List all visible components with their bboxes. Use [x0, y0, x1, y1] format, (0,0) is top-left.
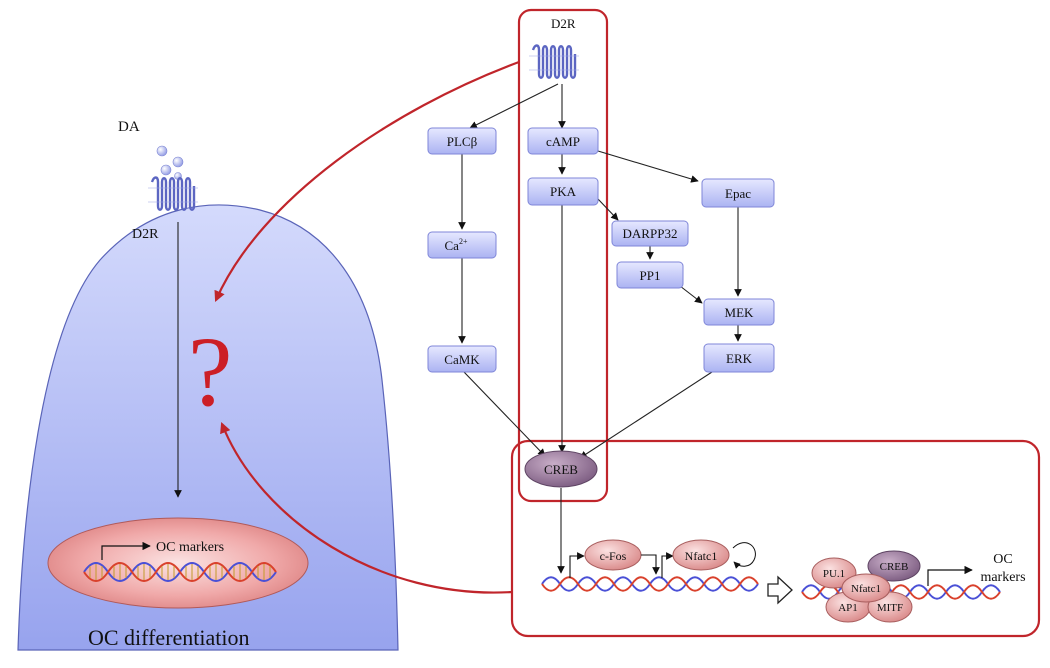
- pathway-receptor-icon: [529, 44, 579, 79]
- tf-pu1-label: PU.1: [823, 568, 845, 580]
- node-creb-label: CREB: [544, 462, 578, 477]
- red-arrow-from-receptor: [214, 60, 520, 303]
- tf-ap1-label: AP1: [838, 602, 858, 614]
- node-mek-label: MEK: [725, 305, 755, 320]
- transcription-highlight-box: [510, 439, 1041, 638]
- nucleus-dna-icon: [83, 562, 277, 582]
- node-pka-label: PKA: [550, 184, 577, 199]
- node-creb: CREB: [524, 450, 598, 488]
- tf-nfatc1-label: Nfatc1: [851, 583, 881, 595]
- camp-pathway-highlight-box: [517, 8, 609, 503]
- nucleus-promoter-arrow: [101, 541, 151, 560]
- node-pp1: PP1: [616, 261, 684, 289]
- node-ca-superscript: 2+: [459, 237, 468, 246]
- node-erk: ERK: [703, 343, 775, 373]
- node-darpp32-label: DARPP32: [623, 226, 678, 241]
- cell-receptor-icon: [148, 176, 198, 211]
- oc-differentiation-caption: OC differentiation: [88, 625, 250, 650]
- cfos-promoter-arrow: [569, 552, 585, 578]
- da-label: DA: [118, 119, 140, 135]
- dopamine-molecules-icon: [156, 145, 184, 180]
- tf-creb-label: CREB: [880, 561, 909, 573]
- nucleus: [47, 517, 309, 609]
- tf-mitf-label: MITF: [877, 602, 903, 614]
- node-camk: CaMK: [427, 345, 497, 373]
- nfatc1-promoter-arrow: [661, 552, 674, 578]
- cfos-to-nfatc1-edge: [641, 554, 660, 575]
- red-arrow-from-transcription: [220, 421, 513, 594]
- nfatc1-node: Nfatc1: [672, 539, 730, 571]
- node-camk-label: CaMK: [444, 352, 480, 367]
- oc-markers-label-line1: OC: [993, 552, 1012, 567]
- node-darpp32: DARPP32: [611, 220, 689, 247]
- node-pp1-label: PP1: [640, 268, 661, 283]
- tf-nfatc1: Nfatc1: [841, 573, 891, 603]
- node-plcb: PLCβ: [427, 127, 497, 155]
- nfatc1-label: Nfatc1: [685, 549, 718, 563]
- open-arrow-icon: [767, 575, 793, 605]
- node-ca-text: Ca: [445, 238, 460, 253]
- cell-d2r-label: D2R: [132, 227, 159, 242]
- node-mek: MEK: [703, 298, 775, 326]
- oc-markers-label-line2: markers: [980, 570, 1025, 585]
- node-erk-label: ERK: [726, 351, 753, 366]
- cfos-node: c-Fos: [584, 539, 642, 571]
- node-pka: PKA: [527, 177, 599, 206]
- pathway-d2r-label: D2R: [551, 16, 576, 31]
- node-ca-label: Ca2+: [445, 237, 468, 253]
- node-camp: cAMP: [527, 127, 599, 155]
- question-mark: ?: [188, 316, 232, 427]
- tf-complex: PU.1 CREB AP1 MITF Nfatc1: [811, 550, 921, 623]
- panel-dna-left-icon: [541, 576, 759, 592]
- cfos-label: c-Fos: [600, 549, 627, 563]
- node-ca: Ca2+: [427, 231, 497, 259]
- node-epac-label: Epac: [725, 186, 751, 201]
- pathway-edges: [458, 83, 742, 459]
- node-camp-label: cAMP: [546, 134, 580, 149]
- node-plcb-label: PLCβ: [447, 134, 478, 149]
- markers-promoter-arrow: [927, 565, 973, 586]
- node-epac: Epac: [701, 178, 775, 208]
- tf-creb: CREB: [867, 550, 921, 582]
- nfatc1-autoloop-icon: [732, 542, 756, 569]
- nucleus-oc-markers-label: OC markers: [156, 540, 224, 555]
